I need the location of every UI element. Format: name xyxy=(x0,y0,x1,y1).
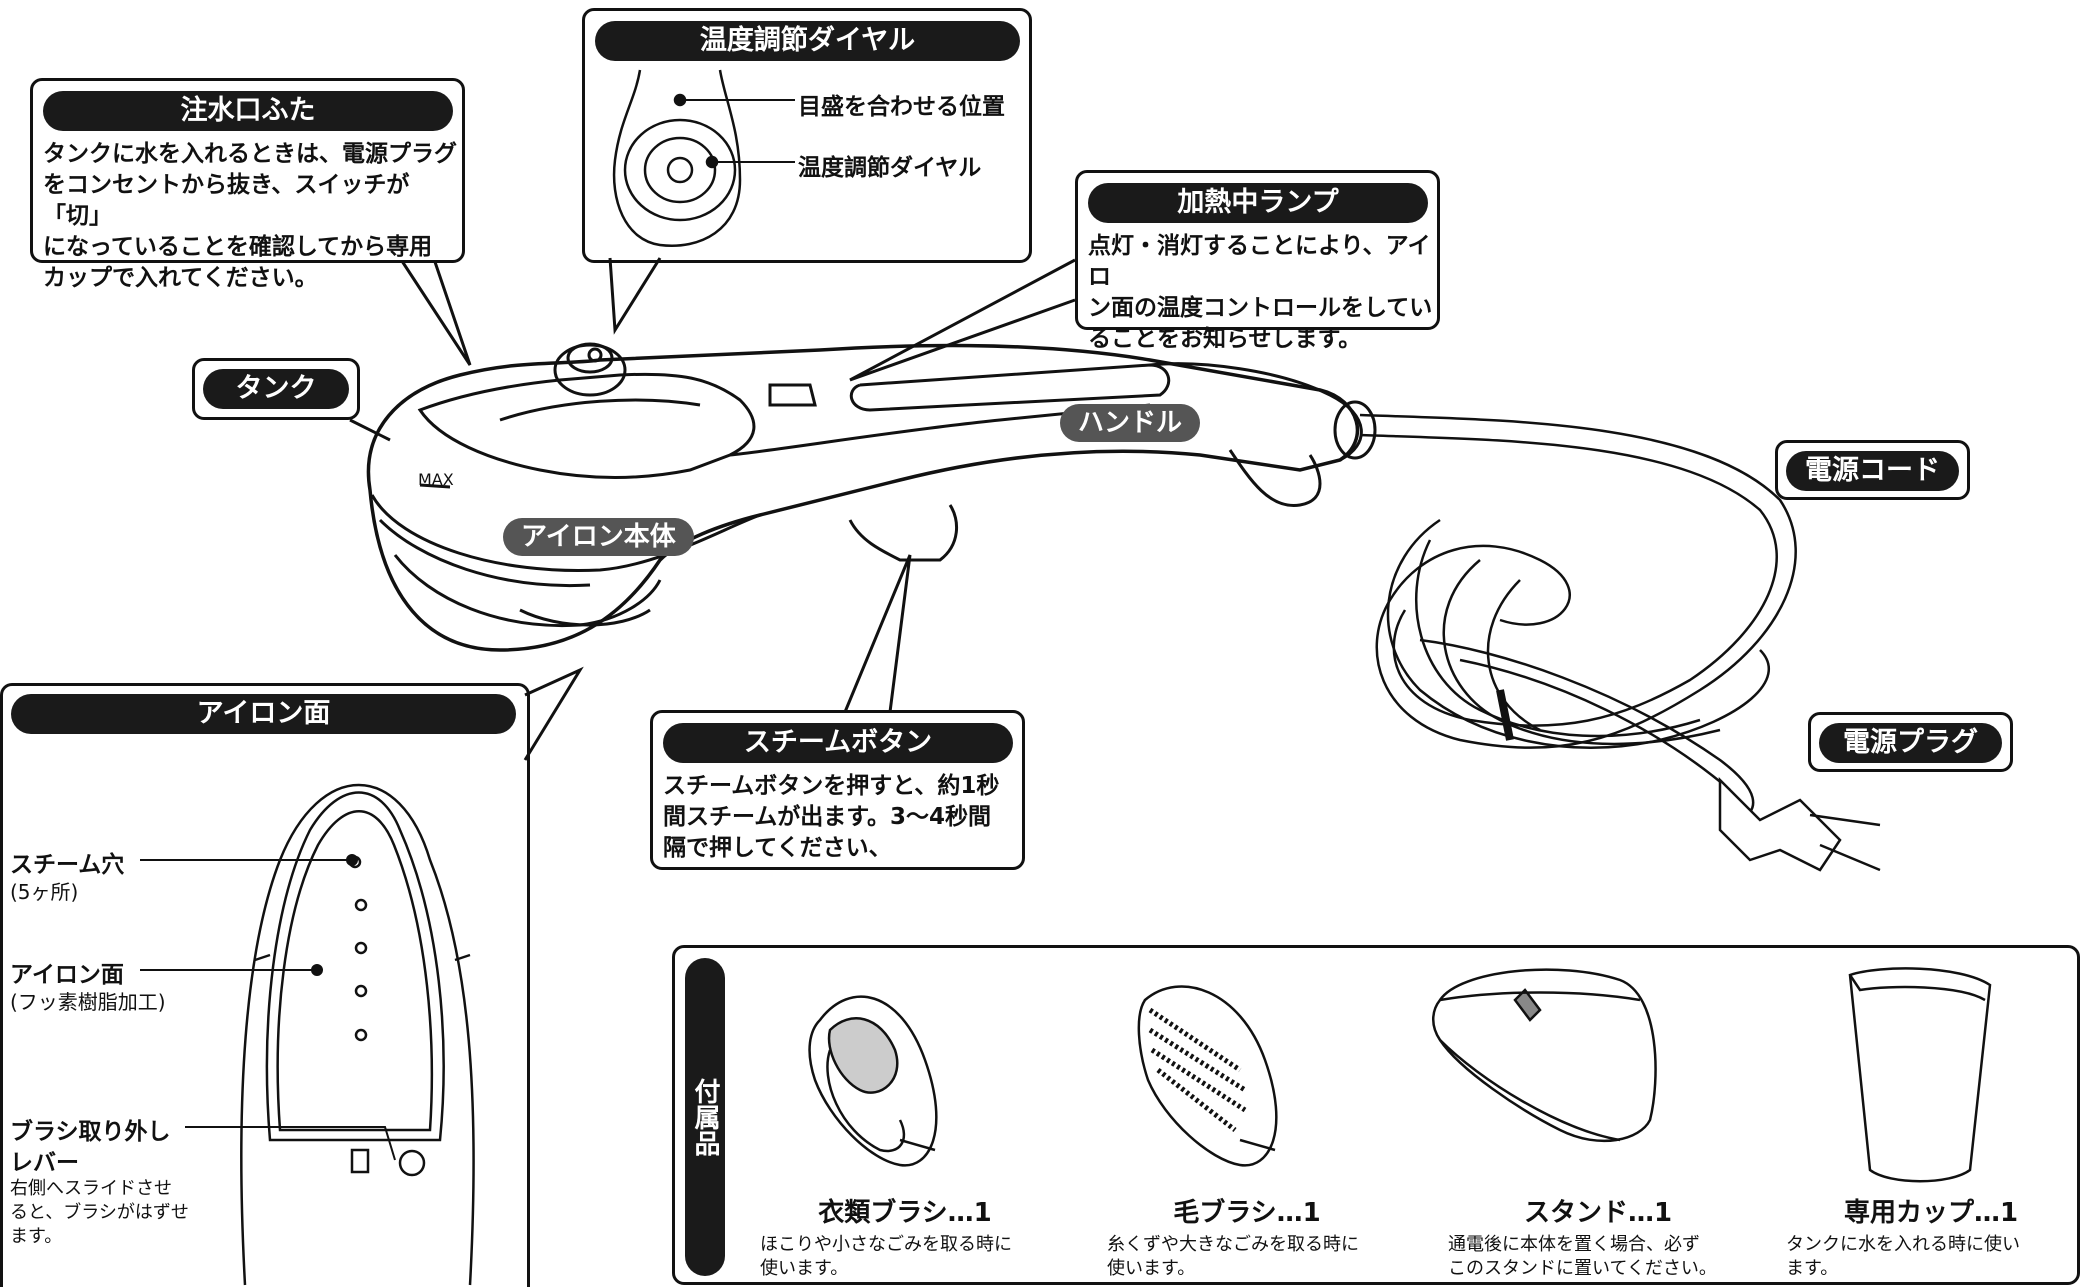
accessory-desc: 糸くずや大きなごみを取る時に 使います。 xyxy=(1107,1233,1407,1281)
power-plug-label-box: 電源プラグ xyxy=(1808,712,2013,772)
water-cap-text: タンクに水を入れるときは、電源プラグ をコンセントから抜き、スイッチが「切」 に… xyxy=(43,139,463,294)
iron-face-sublabel: (フッ素樹脂加工) xyxy=(10,990,166,1014)
water-cap-text-line: になっていることを確認してから専用 xyxy=(43,234,433,260)
accessory-desc-line: 使います。 xyxy=(1107,1258,1196,1279)
hair-brush-illustration xyxy=(1137,985,1278,1167)
power-cord-label-box: 電源コード xyxy=(1775,440,1970,500)
temp-dial-pointer xyxy=(608,257,662,335)
heat-lamp-text-line: ることをお知らせします。 xyxy=(1088,326,1362,352)
water-cap-text-line: をコンセントから抜き、スイッチが「切」 xyxy=(43,172,410,229)
steam-hole-label: スチーム穴 xyxy=(10,852,125,878)
water-cap-callout: 注水口ふた タンクに水を入れるときは、電源プラグ をコンセントから抜き、スイッチ… xyxy=(30,78,465,291)
cup-illustration xyxy=(1848,967,1992,1183)
temp-dial-callout: 温度調節ダイヤル xyxy=(582,8,1032,263)
lever-sublabel-line: 右側へスライドさせ xyxy=(10,1178,172,1199)
steam-button-pointer xyxy=(843,554,912,713)
lever-label: ブラシ取り外し xyxy=(10,1119,171,1145)
accessory-name: スタンド…1 xyxy=(1523,1198,1673,1228)
accessory-desc-line: 糸くずや大きなごみを取る時に xyxy=(1107,1234,1359,1255)
iron-face-panel: アイロン面 xyxy=(0,683,530,1287)
lever-sublabel: 右側へスライドさせ ると、ブラシがはずせ ます。 xyxy=(10,1177,189,1249)
accessory-name: 専用カップ…1 xyxy=(1843,1198,2019,1228)
iron-face-pointer xyxy=(523,666,584,761)
accessory-desc-line: 通電後に本体を置く場合、必ず xyxy=(1448,1234,1700,1255)
accessory-item: スタンド…1 通電後に本体を置く場合、必ず このスタンドに置いてください。 xyxy=(1448,1192,1748,1281)
max-mark: MAX xyxy=(418,470,454,489)
water-cap-text-line: カップで入れてください。 xyxy=(43,265,318,291)
accessory-item: 専用カップ…1 タンクに水を入れる時に使い ます。 xyxy=(1786,1192,2076,1281)
accessory-desc-line: 使います。 xyxy=(760,1258,849,1279)
steam-button-callout: スチームボタン スチームボタンを押すと、約1秒 間スチームが出ます。3～4秒間 … xyxy=(650,710,1025,870)
iron-face-leaders xyxy=(140,854,396,1161)
steam-button-text: スチームボタンを押すと、約1秒 間スチームが出ます。3～4秒間 隔で押してくださ… xyxy=(663,771,1023,864)
water-cap-pointer xyxy=(398,257,472,366)
heat-lamp-pointer xyxy=(849,258,1076,382)
clothes-brush-illustration xyxy=(808,995,938,1167)
accessory-desc-line: タンクに水を入れる時に使い xyxy=(1786,1234,2020,1255)
accessories-heading: 付属品 xyxy=(685,958,725,1276)
tank-label-box: タンク xyxy=(192,358,360,420)
heat-lamp-text: 点灯・消灯することにより、アイロ ン面の温度コントロールをしてい ることをお知ら… xyxy=(1088,231,1438,355)
tank-pointer xyxy=(349,418,391,442)
lever-sublabel-line: ます。 xyxy=(10,1226,63,1247)
power-cord-label: 電源コード xyxy=(1786,451,1959,491)
accessory-desc-line: ほこりや小さなごみを取る時に xyxy=(760,1234,1012,1255)
power-cord-illustration xyxy=(1359,413,1881,872)
lever-sublabel-line: ると、ブラシがはずせ xyxy=(10,1202,189,1223)
accessory-desc: ほこりや小さなごみを取る時に 使います。 xyxy=(760,1233,1060,1281)
accessory-name: 毛ブラシ…1 xyxy=(1173,1198,1321,1228)
steam-button-text-line: 隔で押してください、 xyxy=(663,835,892,861)
heat-lamp-text-line: ン面の温度コントロールをしてい xyxy=(1088,295,1433,321)
temp-dial-illustration xyxy=(612,69,795,247)
iron-face-label: アイロン面 xyxy=(10,962,124,988)
accessory-desc-line: このスタンドに置いてください。 xyxy=(1448,1258,1717,1279)
steam-button-title: スチームボタン xyxy=(663,723,1013,763)
iron-body-label: アイロン本体 xyxy=(503,518,694,556)
heat-lamp-text-line: 点灯・消灯することにより、アイロ xyxy=(1088,233,1431,290)
steam-button-text-line: 間スチームが出ます。3～4秒間 xyxy=(663,804,992,830)
handle-label: ハンドル xyxy=(1060,404,1201,442)
heat-lamp-callout: 加熱中ランプ 点灯・消灯することにより、アイロ ン面の温度コントロールをしてい … xyxy=(1075,170,1440,352)
accessory-desc: タンクに水を入れる時に使い ます。 xyxy=(1786,1233,2076,1281)
accessory-name: 衣類ブラシ…1 xyxy=(818,1198,992,1228)
temp-position-label: 目盛を合わせる位置 xyxy=(798,94,1005,120)
steam-iron-illustration xyxy=(366,342,1377,652)
lever-label-2: レバー xyxy=(10,1150,79,1176)
tank-label: タンク xyxy=(203,369,349,409)
accessories-heading-text: 付属品 xyxy=(690,1078,720,1156)
steam-hole-sublabel: (5ヶ所) xyxy=(10,880,79,904)
accessory-item: 衣類ブラシ…1 ほこりや小さなごみを取る時に 使います。 xyxy=(760,1192,1060,1281)
accessory-desc-line: ます。 xyxy=(1786,1258,1839,1279)
iron-face-illustration xyxy=(240,783,475,1286)
temp-dial-title: 温度調節ダイヤル xyxy=(595,21,1020,61)
accessories-panel: 付属品 xyxy=(672,945,2080,1285)
accessory-item: 毛ブラシ…1 糸くずや大きなごみを取る時に 使います。 xyxy=(1107,1192,1407,1281)
water-cap-title: 注水口ふた xyxy=(43,91,453,131)
water-cap-text-line: タンクに水を入れるときは、電源プラグ xyxy=(43,141,457,167)
temp-dial-label: 温度調節ダイヤル xyxy=(798,155,982,181)
steam-button-text-line: スチームボタンを押すと、約1秒 xyxy=(663,773,1000,799)
power-plug-label: 電源プラグ xyxy=(1819,723,2002,763)
accessory-desc: 通電後に本体を置く場合、必ず このスタンドに置いてください。 xyxy=(1448,1233,1748,1281)
iron-face-title: アイロン面 xyxy=(11,694,516,734)
stand-illustration xyxy=(1432,968,1657,1143)
heat-lamp-title: 加熱中ランプ xyxy=(1088,183,1428,223)
